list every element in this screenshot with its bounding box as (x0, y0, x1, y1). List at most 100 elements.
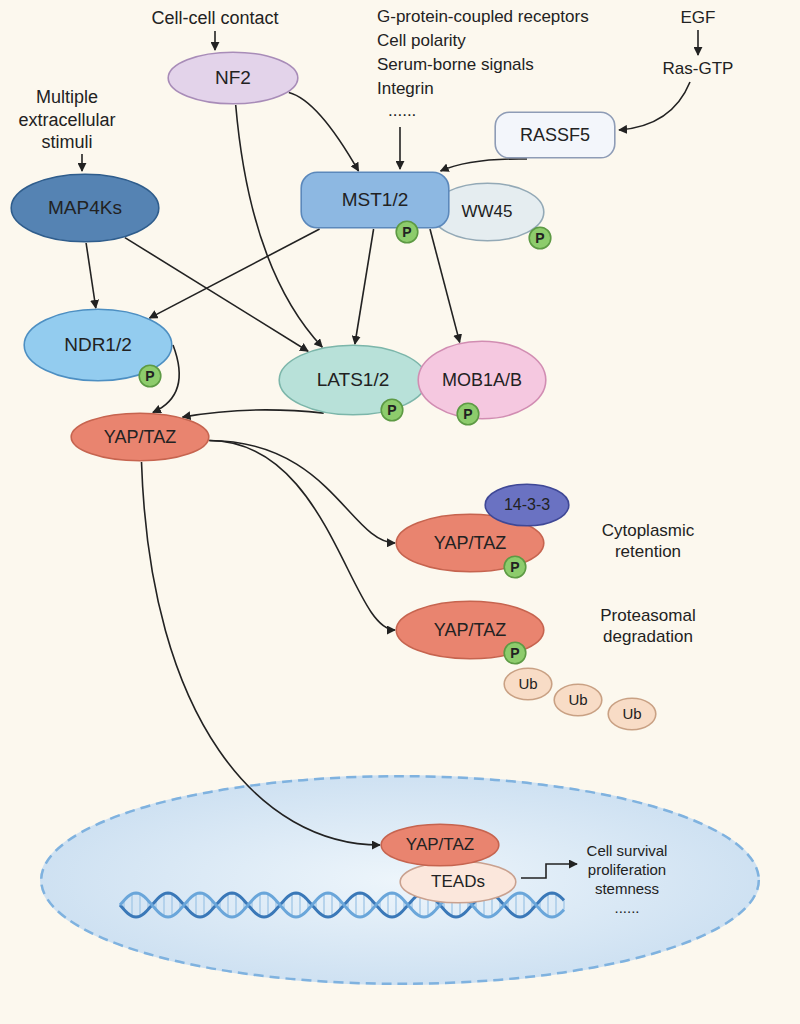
dna-rung (331, 894, 333, 916)
node-shape (381, 824, 499, 866)
annotation-label: Cell-cell contact (115, 7, 315, 30)
input-arrow (81, 154, 83, 171)
input-arrow (619, 82, 690, 130)
pathway-arrow (209, 441, 395, 631)
dna-rung (555, 894, 557, 916)
phospho-badge: P (528, 226, 552, 250)
pathway-arrow (149, 229, 319, 318)
pathway-arrow (355, 229, 374, 344)
node-label: Ub (622, 705, 641, 722)
node-label: NDR1/2 (64, 334, 132, 356)
protein-node: YAP/TAZ (70, 412, 210, 462)
annotation-label: Cell polarity (377, 30, 617, 51)
node-shape (504, 556, 526, 578)
protein-node: 14-3-3 (484, 483, 570, 527)
node-label: RASSF5 (520, 125, 590, 146)
dna-rung (395, 894, 397, 916)
node-shape (485, 484, 569, 526)
node-shape (495, 112, 615, 158)
nucleus: Cell survival proliferation stemness ...… (40, 775, 760, 985)
node-shape (381, 399, 403, 421)
node-label: LATS1/2 (317, 369, 390, 391)
node-label: P (145, 368, 154, 384)
dna-rung (227, 894, 229, 916)
node-shape (301, 172, 449, 228)
node-label: P (402, 224, 411, 240)
annotation-label: Proteasomal degradation (586, 605, 710, 648)
protein-node: RASSF5 (494, 111, 616, 159)
phospho-badge: P (138, 364, 162, 388)
node-label: MST1/2 (342, 189, 409, 211)
dna-rung (563, 900, 565, 909)
node-label: WW45 (462, 202, 513, 222)
dna-rung (547, 894, 549, 916)
node-shape (608, 698, 656, 730)
node-shape (400, 861, 516, 903)
pathway-arrow (142, 462, 381, 845)
node-shape (418, 341, 546, 419)
node-label: Cell survival proliferation stemness ...… (583, 841, 671, 917)
node-shape (168, 52, 298, 104)
node-label: YAP/TAZ (434, 620, 506, 641)
annotation-label: Integrin (377, 78, 617, 99)
node-label: Ub (568, 691, 587, 708)
annotation-label: ...... (388, 100, 448, 121)
node-shape (431, 183, 544, 241)
pathway-arrow (86, 243, 96, 308)
dna-rung (235, 894, 237, 916)
protein-node: MOB1A/BP (417, 340, 547, 420)
annotation-label: Multiple extracellular stimuli (8, 86, 126, 154)
annotation-label: Cytoplasmic retention (586, 520, 710, 563)
node-label: YAP/TAZ (434, 533, 506, 554)
node-shape (529, 227, 551, 249)
protein-node: TEADs (399, 860, 517, 904)
node-label: TEADs (431, 872, 485, 892)
dna-rung (139, 894, 141, 916)
nucleus-fill (40, 775, 760, 985)
dna-rung (171, 894, 173, 916)
annotation-label: Serum-borne signals (377, 54, 617, 75)
node-shape (457, 403, 479, 425)
annotation-label: G-protein-coupled receptors (377, 6, 617, 27)
pathway-arrow (430, 229, 460, 342)
node-label: P (387, 402, 396, 418)
pathway-arrow (441, 159, 527, 171)
dna-rung (323, 894, 325, 916)
pathway-arrow (289, 92, 359, 171)
protein-node: Ub (553, 683, 603, 717)
input-arrow (214, 31, 216, 50)
node-label: 14-3-3 (504, 496, 550, 514)
transcription-arrow (521, 864, 577, 878)
protein-node: YAP/TAZ (380, 823, 500, 867)
protein-node: NF2 (167, 51, 299, 105)
phospho-badge: P (380, 398, 404, 422)
dna-rung (259, 894, 261, 916)
node-label: MAP4Ks (48, 197, 122, 219)
node-shape (504, 642, 526, 664)
dna-rung (515, 894, 517, 916)
dna-rung (267, 894, 269, 916)
node-shape (71, 413, 209, 461)
annotation-label: EGF (658, 7, 738, 28)
node-label: P (510, 559, 519, 575)
phospho-badge: P (503, 641, 527, 665)
dna-rung (203, 894, 205, 916)
node-shape (396, 221, 418, 243)
node-shape (41, 776, 759, 984)
node-label: P (510, 645, 519, 661)
dna-rung (299, 894, 301, 916)
dna-rung (195, 894, 197, 916)
node-label: YAP/TAZ (406, 835, 474, 855)
phospho-badge: P (503, 555, 527, 579)
phospho-badge: P (395, 220, 419, 244)
node-shape (279, 345, 427, 415)
protein-node: MST1/2P (300, 171, 450, 229)
phospho-badge: P (456, 402, 480, 426)
node-label: P (535, 230, 544, 246)
node-label: Ub (518, 675, 537, 692)
dna-rung (291, 894, 293, 916)
node-shape (139, 365, 161, 387)
